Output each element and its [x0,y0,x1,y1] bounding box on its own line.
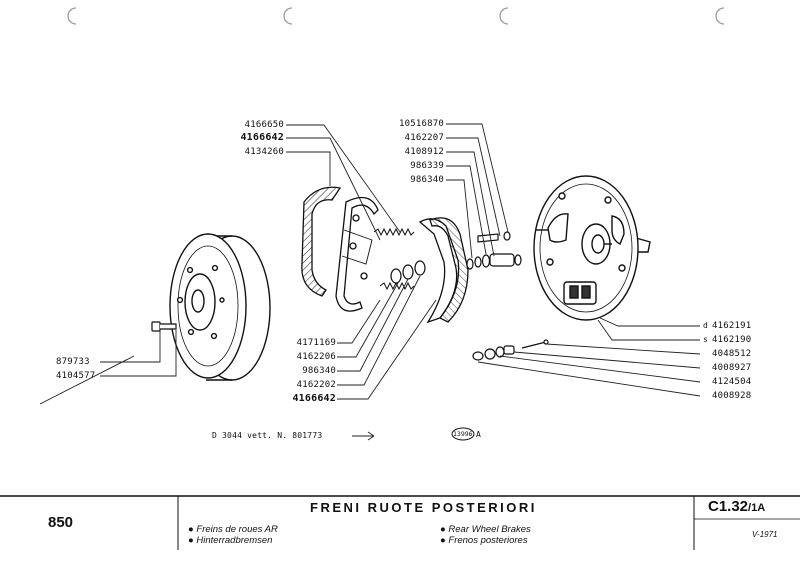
page-code: C1.32/1A [708,498,766,515]
part-number-label: 986340 [302,366,336,376]
part-number-label: 4162191 [712,321,752,331]
lang-item-fr: ● Freins de roues AR [188,524,278,535]
part-number-label: 4124504 [712,377,752,387]
hub-bolt [151,321,177,332]
model-number: 850 [48,514,74,531]
part-number-label: 4134260 [244,147,284,157]
leader-lines [39,123,701,441]
return-springs [373,227,415,291]
lang-item-es: ● Frenos posteriores [440,535,528,546]
page-title: FRENI RUOTE POSTERIORI [310,500,537,515]
binder-holes [67,7,725,25]
side-marker-right: d [703,321,708,330]
vehicle-serial-note: D 3044 vett. N. 801773 [212,431,323,440]
part-number-label: 10516870 [399,119,444,129]
part-number-label: 986340 [410,175,444,185]
left-brake-lining [301,186,342,297]
bullet-icon: ● [188,535,197,546]
left-brake-shoe [335,196,379,312]
part-number-label: 879733 [56,357,90,367]
part-number-label: 4048512 [712,349,752,359]
part-number-label: 4108912 [404,147,444,157]
backing-plate [533,175,651,321]
bullet-icon: ● [440,535,449,546]
title-block: 850 FRENI RUOTE POSTERIORI ● Freins de r… [0,492,800,569]
reference-suffix: A [476,430,481,439]
bleeder-screw-set [472,339,549,361]
bullet-icon: ● [440,524,449,535]
part-number-label: 4008928 [712,391,752,401]
reference-badge: 13996 [453,430,473,438]
footer-frame [0,495,800,550]
issue-date: V-1971 [752,530,778,539]
adjuster-washers [390,260,426,284]
side-marker-left: s [703,335,708,344]
part-number-label: 4166642 [292,393,336,404]
part-number-label: 4162206 [296,352,336,362]
part-number-label: 4166650 [244,120,284,130]
lang-item-de: ● Hinterradbremsen [188,535,273,546]
lang-item-en: ● Rear Wheel Brakes [440,524,531,535]
right-brake-shoe [418,217,469,324]
part-number-label: 986339 [410,161,444,171]
part-number-label: 4166642 [240,132,284,143]
part-number-label: 4162190 [712,335,752,345]
part-number-label: 4162207 [404,133,444,143]
part-number-label: 4104577 [56,371,96,381]
wheel-cylinder-assembly [466,231,522,270]
part-number-label: 4008927 [712,363,752,373]
part-number-label: 4171169 [296,338,336,348]
bullet-icon: ● [188,524,197,535]
brake-drum [169,233,271,381]
part-number-label: 4162202 [296,380,336,390]
reference-badge-outline [451,427,475,441]
